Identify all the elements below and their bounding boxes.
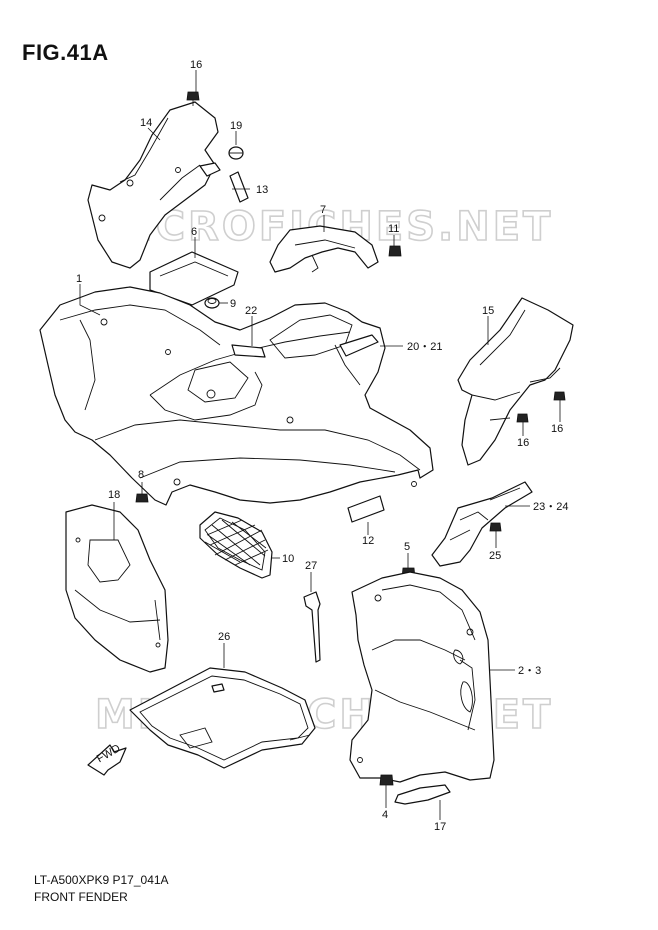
- callout-13: 13: [256, 184, 268, 196]
- callout-25: 25: [489, 550, 501, 562]
- part-25-screw: [489, 522, 502, 532]
- leader-lines: [79, 70, 561, 820]
- part-16-screw-right-lower: [516, 413, 529, 423]
- part-23-24-bracket: [431, 481, 533, 567]
- callout-11: 11: [388, 223, 399, 235]
- part-6-pad: [149, 251, 239, 306]
- part-2-3-inner-fender: [349, 571, 495, 783]
- part-14-left-side-panel: [87, 101, 221, 269]
- callout-8: 8: [138, 469, 144, 481]
- callout-23-24: 23・24: [533, 501, 568, 513]
- callout-16-right-lower: 16: [517, 437, 529, 449]
- part-7-hood-cover: [269, 225, 379, 273]
- callout-16-top: 16: [190, 59, 202, 71]
- part-9-grommet: [204, 297, 220, 309]
- part-27-cable-tie: [303, 591, 321, 663]
- part-1-front-fender: [39, 286, 434, 506]
- part-15-right-side-panel: [457, 297, 574, 466]
- part-11-bolt: [388, 245, 402, 257]
- callout-labels: 16 14 19 13 7 6 11 1 9 22 20・21 15 16 16…: [76, 59, 568, 833]
- callout-4: 4: [382, 809, 388, 821]
- callout-1: 1: [76, 273, 82, 285]
- callout-18: 18: [108, 489, 120, 501]
- part-18-mud-flap: [65, 504, 169, 673]
- callout-19: 19: [230, 120, 242, 132]
- part-12-reflector: [347, 495, 385, 523]
- callout-26: 26: [218, 631, 230, 643]
- part-8-screw: [135, 493, 149, 503]
- part-16-screw-top: [186, 91, 200, 106]
- callout-17: 17: [434, 821, 446, 833]
- figure-title: FIG.41A: [22, 40, 109, 65]
- callout-27: 27: [305, 560, 317, 572]
- callout-10: 10: [282, 553, 294, 565]
- callout-12: 12: [362, 535, 374, 547]
- callout-7: 7: [320, 204, 326, 216]
- callout-5: 5: [404, 541, 410, 553]
- callout-16-right-upper: 16: [551, 423, 563, 435]
- callout-9: 9: [230, 298, 236, 310]
- part-10-grille: [199, 511, 273, 579]
- callout-22: 22: [245, 305, 257, 317]
- part-19-grommet: [228, 146, 244, 160]
- part-13-strip: [229, 171, 249, 203]
- fwd-arrow: FWD: [87, 742, 127, 776]
- callout-6: 6: [191, 226, 197, 238]
- model-code: LT-A500XPK9 P17_041A: [34, 873, 169, 887]
- part-16-screw-right-upper: [553, 391, 566, 401]
- part-4-screw: [379, 774, 394, 786]
- figure-caption: FRONT FENDER: [34, 890, 128, 904]
- callout-2-3: 2・3: [518, 665, 541, 677]
- callout-15: 15: [482, 305, 494, 317]
- part-17-strip: [394, 784, 451, 805]
- callout-20-21: 20・21: [407, 341, 442, 353]
- part-26-floor-mat: [129, 667, 316, 769]
- callout-14: 14: [140, 117, 152, 129]
